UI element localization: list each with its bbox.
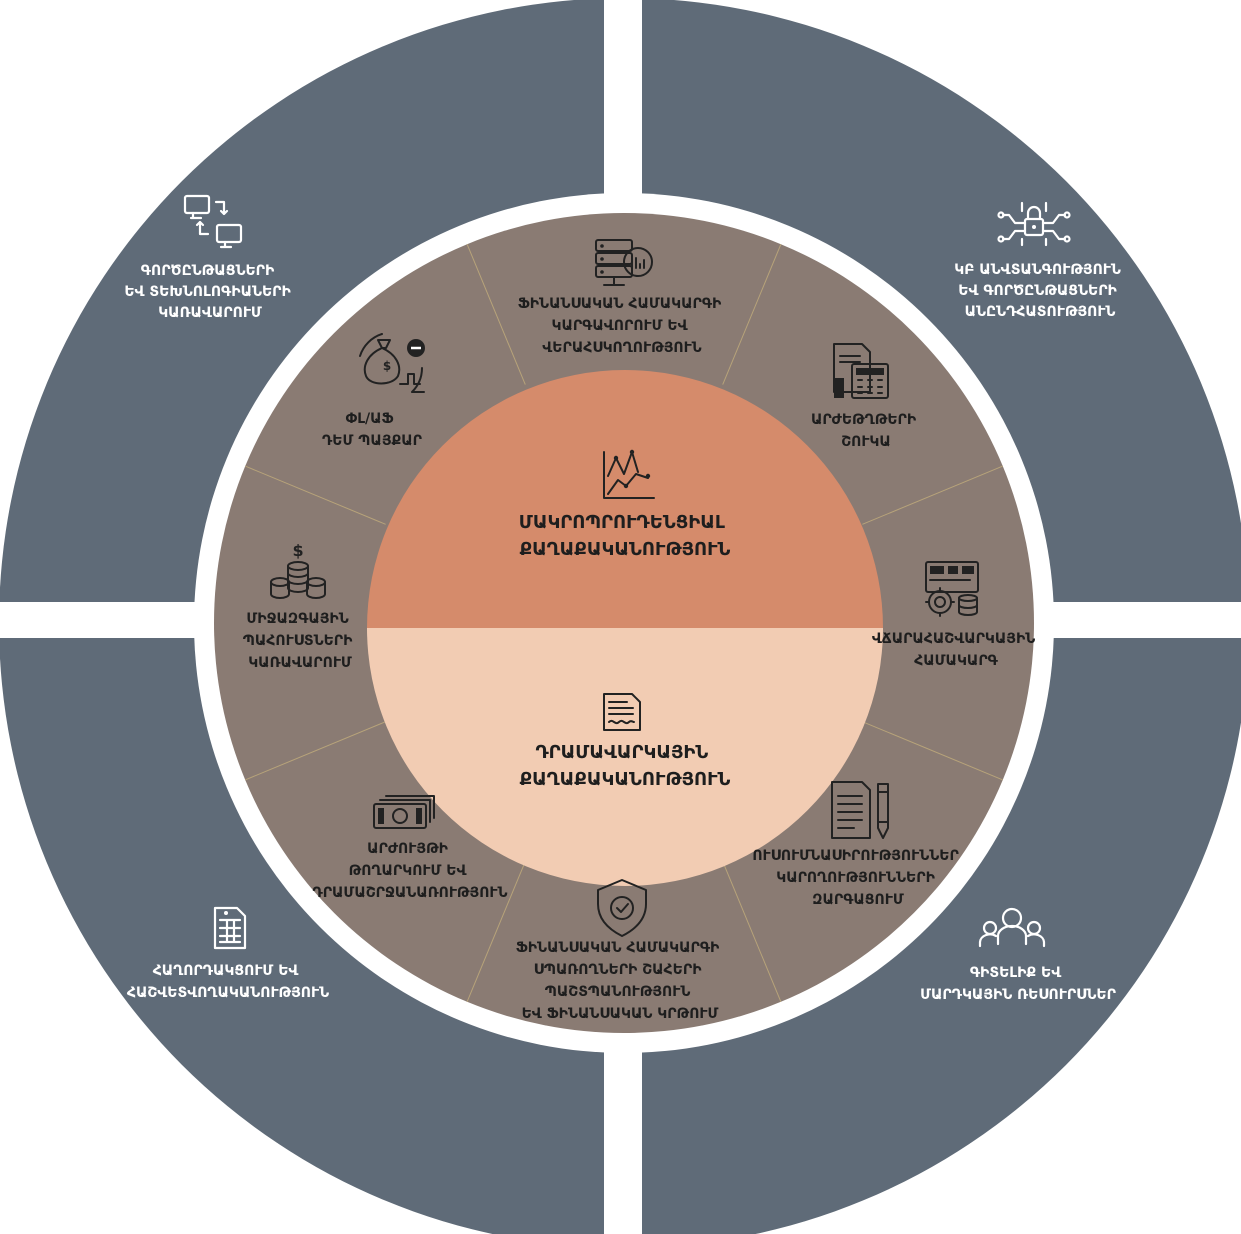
segment-payment-system-label: ՎՃԱՐԱՀԱՇՎԱՐԿԱՅԻՆ ՀԱՄԱԿԱՐԳ [872, 631, 1040, 669]
segment-financial-regulation-label: ՖԻՆԱՆՍԱԿԱՆ ՀԱՄԱԿԱՐԳԻ ԿԱՐԳԱՎՈՐՈՒՄ ԵՎ ՎԵՐԱ… [518, 296, 726, 356]
segment-line: ՎՃԱՐԱՀԱՇՎԱՐԿԱՅԻՆ [872, 631, 1035, 647]
segment-line: ՇՈՒԿԱ [841, 434, 891, 450]
core-macroprudential: ՄԱԿՐՈՊՐՈՒԴԵՆՑԻԱԼ ՔԱՂԱՔԱԿԱՆՈՒԹՅՈՒՆ [519, 449, 731, 560]
segment-line: ՎԵՐԱՀՍԿՈՂՈՒԹՅՈՒՆ [542, 340, 701, 356]
segment-dividers [245, 244, 1003, 1002]
spreadsheet-document-icon [213, 906, 247, 950]
core-circle [367, 370, 883, 886]
calculator-document-icon [833, 343, 889, 399]
core-line: ՔԱՂԱՔԱԿԱՆՈՒԹՅՈՒՆ [520, 539, 731, 560]
segment-line: ԵՎ ՖԻՆԱՆՍԱԿԱՆ ԿՐԹՈՒՄ [522, 1006, 719, 1022]
segment-aml: $ ՓԼ/ԱՖ ԴԵՄ ՊԱՅՔԱՐ [322, 333, 425, 449]
team-people-icon [978, 907, 1046, 948]
quadrant-line: ՄԱՐԴԿԱՅԻՆ ՌԵՍՈՒՐՍՆԵՐ [920, 987, 1117, 1003]
segment-line: ԹՈՂԱՐԿՈՒՄ ԵՎ [349, 863, 468, 879]
quadrant-top-right-label: ԿԲ ԱՆՎՏԱՆԳՈՒԹՅՈՒՆ ԵՎ ԳՈՐԾԸՆԹԱՑՆԵՐԻ ԱՆԸՆԴ… [954, 262, 1126, 320]
segment-consumer-protection: ՖԻՆԱՆՍԱԿԱՆ ՀԱՄԱԿԱՐԳԻ ՍՊԱՌՈՂՆԵՐԻ ՇԱՀԵՐԻ Պ… [516, 879, 724, 1022]
segment-line: ԿԱՐԳԱՎՈՐՈՒՄ ԵՎ [551, 318, 688, 334]
computers-transfer-icon [183, 194, 243, 249]
segment-line: ԴԵՄ ՊԱՅՔԱՐ [322, 433, 423, 449]
quadrant-line: ԱՆԸՆԴՀԱՏՈՒԹՅՈՒՆ [965, 304, 1116, 320]
segment-divider-line [862, 721, 1003, 781]
server-chart-icon [595, 239, 653, 286]
segment-line: ԴՐԱՄԱՇՐՋԱՆԱՌՈՒԹՅՈՒՆ [312, 885, 507, 901]
quadrant-top-left-label: ԳՈՐԾԸՆԹԱՑՆԵՐԻ ԵՎ ՏԵԽՆՈԼՈԳԻԱՆԵՐԻ ԿԱՌԱՎԱՐՈ… [124, 263, 295, 321]
segment-line: ՍՊԱՌՈՂՆԵՐԻ ՇԱՀԵՐԻ [534, 962, 703, 978]
quadrant-line: ԳԻՏԵԼԻՔ ԵՎ [970, 965, 1062, 981]
segment-line: ԶԱՐԳԱՑՈՒՄ [812, 892, 904, 908]
core-line: ՄԱԿՐՈՊՐՈՒԴԵՆՑԻԱԼ [519, 512, 725, 533]
svg-text:$: $ [383, 359, 391, 373]
segment-line: ԿԱՌԱՎԱՐՈՒՄ [248, 655, 352, 671]
quadrant-top-right: ԿԲ ԱՆՎՏԱՆԳՈՒԹՅՈՒՆ ԵՎ ԳՈՐԾԸՆԹԱՑՆԵՐԻ ԱՆԸՆԴ… [954, 201, 1126, 320]
quadrant-line: ԵՎ ՏԵԽՆՈԼՈԳԻԱՆԵՐԻ [124, 284, 291, 300]
segment-line: ՓԼ/ԱՖ [346, 411, 394, 427]
quadrant-line: ԳՈՐԾԸՆԹԱՑՆԵՐԻ [141, 263, 275, 279]
quadrant-line: ԿԱՌԱՎԱՐՈՒՄ [158, 305, 262, 321]
segment-financial-regulation: ՖԻՆԱՆՍԱԿԱՆ ՀԱՄԱԿԱՐԳԻ ԿԱՐԳԱՎՈՐՈՒՄ ԵՎ ՎԵՐԱ… [518, 239, 726, 356]
segment-divider-line [245, 721, 386, 781]
quadrant-bottom-left: ՀԱՂՈՐԴԱԿՑՈՒՄ ԵՎ ՀԱՇՎԵՏՎՈՂԱԿԱՆՈՒԹՅՈՒՆ [127, 906, 329, 1001]
segment-research-capacity-label: ՈՒՍՈՒՄՆԱՍԻՐՈՒԹՅՈՒՆՆԵՐ ԿԱՐՈՂՈՒԹՅՈՒՆՆԵՐԻ Զ… [752, 848, 963, 908]
segment-line: ՈՒՍՈՒՄՆԱՍԻՐՈՒԹՅՈՒՆՆԵՐ [752, 848, 959, 864]
quadrant-line: ԿԲ ԱՆՎՏԱՆԳՈՒԹՅՈՒՆ [954, 262, 1121, 278]
segment-securities-market-label: ԱՐԺԵԹՂԹԵՐԻ ՇՈՒԿԱ [811, 412, 921, 450]
quadrant-line: ՀԱՇՎԵՏՎՈՂԱԿԱՆՈՒԹՅՈՒՆ [127, 985, 329, 1001]
core-bottom-half [367, 628, 883, 886]
quadrant-top-left: ԳՈՐԾԸՆԹԱՑՆԵՐԻ ԵՎ ՏԵԽՆՈԼՈԳԻԱՆԵՐԻ ԿԱՌԱՎԱՐՈ… [124, 194, 295, 321]
segment-divider-line [466, 244, 526, 385]
segment-line: ՄԻՋԱԶԳԱՅԻՆ [246, 611, 348, 627]
segment-line: ՀԱՄԱԿԱՐԳ [914, 653, 999, 669]
segment-line: ՊԱՇՏՊԱՆՈՒԹՅՈՒՆ [545, 984, 691, 1000]
segment-currency-issue: ԱՐԺՈՒՅԹԻ ԹՈՂԱՐԿՈՒՄ ԵՎ ԴՐԱՄԱՇՐՋԱՆԱՌՈՒԹՅՈՒ… [312, 795, 508, 901]
segment-securities-market: ԱՐԺԵԹՂԹԵՐԻ ՇՈՒԿԱ [811, 343, 921, 450]
network-lock-icon [997, 201, 1071, 247]
policy-document-icon [603, 693, 641, 731]
quadrant-bottom-left-label: ՀԱՂՈՐԴԱԿՑՈՒՄ ԵՎ ՀԱՇՎԵՏՎՈՂԱԿԱՆՈՒԹՅՈՒՆ [127, 963, 329, 1001]
core-line: ԴՐԱՄԱՎԱՐԿԱՅԻՆ [536, 742, 709, 763]
segment-aml-label: ՓԼ/ԱՖ ԴԵՄ ՊԱՅՔԱՐ [322, 411, 423, 449]
segment-divider-line [722, 861, 782, 1002]
segment-divider-line [722, 244, 782, 385]
segment-line: ԿԱՐՈՂՈՒԹՅՈՒՆՆԵՐԻ [776, 870, 935, 886]
shield-check-icon [597, 879, 647, 937]
segment-consumer-protection-label: ՖԻՆԱՆՍԱԿԱՆ ՀԱՄԱԿԱՐԳԻ ՍՊԱՌՈՂՆԵՐԻ ՇԱՀԵՐԻ Պ… [516, 940, 724, 1022]
segment-currency-issue-label: ԱՐԺՈՒՅԹԻ ԹՈՂԱՐԿՈՒՄ ԵՎ ԴՐԱՄԱՇՐՋԱՆԱՌՈՒԹՅՈՒ… [312, 841, 507, 901]
quadrant-bottom-right: ԳԻՏԵԼԻՔ ԵՎ ՄԱՐԴԿԱՅԻՆ ՌԵՍՈՒՐՍՆԵՐ [920, 907, 1117, 1003]
segment-divider-line [245, 465, 386, 525]
segment-research-capacity: ՈՒՍՈՒՄՆԱՍԻՐՈՒԹՅՈՒՆՆԵՐ ԿԱՐՈՂՈՒԹՅՈՒՆՆԵՐԻ Զ… [752, 781, 963, 908]
core-line: ՔԱՂԱՔԱԿԱՆՈՒԹՅՈՒՆ [520, 769, 731, 790]
segment-international-reserves: $ ՄԻՋԱԶԳԱՅԻՆ ՊԱՀՈՒՍՏՆԵՐԻ ԿԱՌԱՎԱՐՈՒՄ [243, 541, 358, 671]
segment-payment-system: ՎՃԱՐԱՀԱՇՎԱՐԿԱՅԻՆ ՀԱՄԱԿԱՐԳ [872, 561, 1040, 669]
quadrant-line: ԵՎ ԳՈՐԾԸՆԹԱՑՆԵՐԻ [958, 283, 1117, 299]
segment-line: ՊԱՀՈՒՍՏՆԵՐԻ [243, 633, 353, 649]
segment-international-reserves-label: ՄԻՋԱԶԳԱՅԻՆ ՊԱՀՈՒՍՏՆԵՐԻ ԿԱՌԱՎԱՐՈՒՄ [243, 611, 358, 671]
money-bag-cycle-icon: $ [359, 333, 425, 393]
banknotes-icon [373, 795, 435, 829]
core-monetary-label: ԴՐԱՄԱՎԱՐԿԱՅԻՆ ՔԱՂԱՔԱԿԱՆՈՒԹՅՈՒՆ [520, 742, 731, 790]
segment-divider-line [466, 861, 526, 1002]
trend-chart-icon [603, 449, 655, 499]
svg-text:$: $ [292, 541, 303, 560]
segment-line: ՖԻՆԱՆՍԱԿԱՆ ՀԱՄԱԿԱՐԳԻ [516, 940, 720, 956]
quadrant-line: ՀԱՂՈՐԴԱԿՑՈՒՄ ԵՎ [153, 963, 300, 979]
payment-system-gear-icon [925, 561, 979, 617]
document-pencil-icon [831, 781, 889, 839]
segment-line: ՖԻՆԱՆՍԱԿԱՆ ՀԱՄԱԿԱՐԳԻ [518, 296, 722, 312]
core-macroprudential-label: ՄԱԿՐՈՊՐՈՒԴԵՆՑԻԱԼ ՔԱՂԱՔԱԿԱՆՈՒԹՅՈՒՆ [519, 512, 731, 560]
segment-line: ԱՐԺՈՒՅԹԻ [367, 841, 448, 857]
coin-stacks-icon: $ [270, 541, 326, 599]
quadrant-bottom-right-label: ԳԻՏԵԼԻՔ ԵՎ ՄԱՐԴԿԱՅԻՆ ՌԵՍՈՒՐՍՆԵՐ [920, 965, 1117, 1003]
core-monetary: ԴՐԱՄԱՎԱՐԿԱՅԻՆ ՔԱՂԱՔԱԿԱՆՈՒԹՅՈՒՆ [520, 693, 731, 790]
segment-line: ԱՐԺԵԹՂԹԵՐԻ [811, 412, 917, 428]
segment-divider-line [862, 465, 1003, 525]
